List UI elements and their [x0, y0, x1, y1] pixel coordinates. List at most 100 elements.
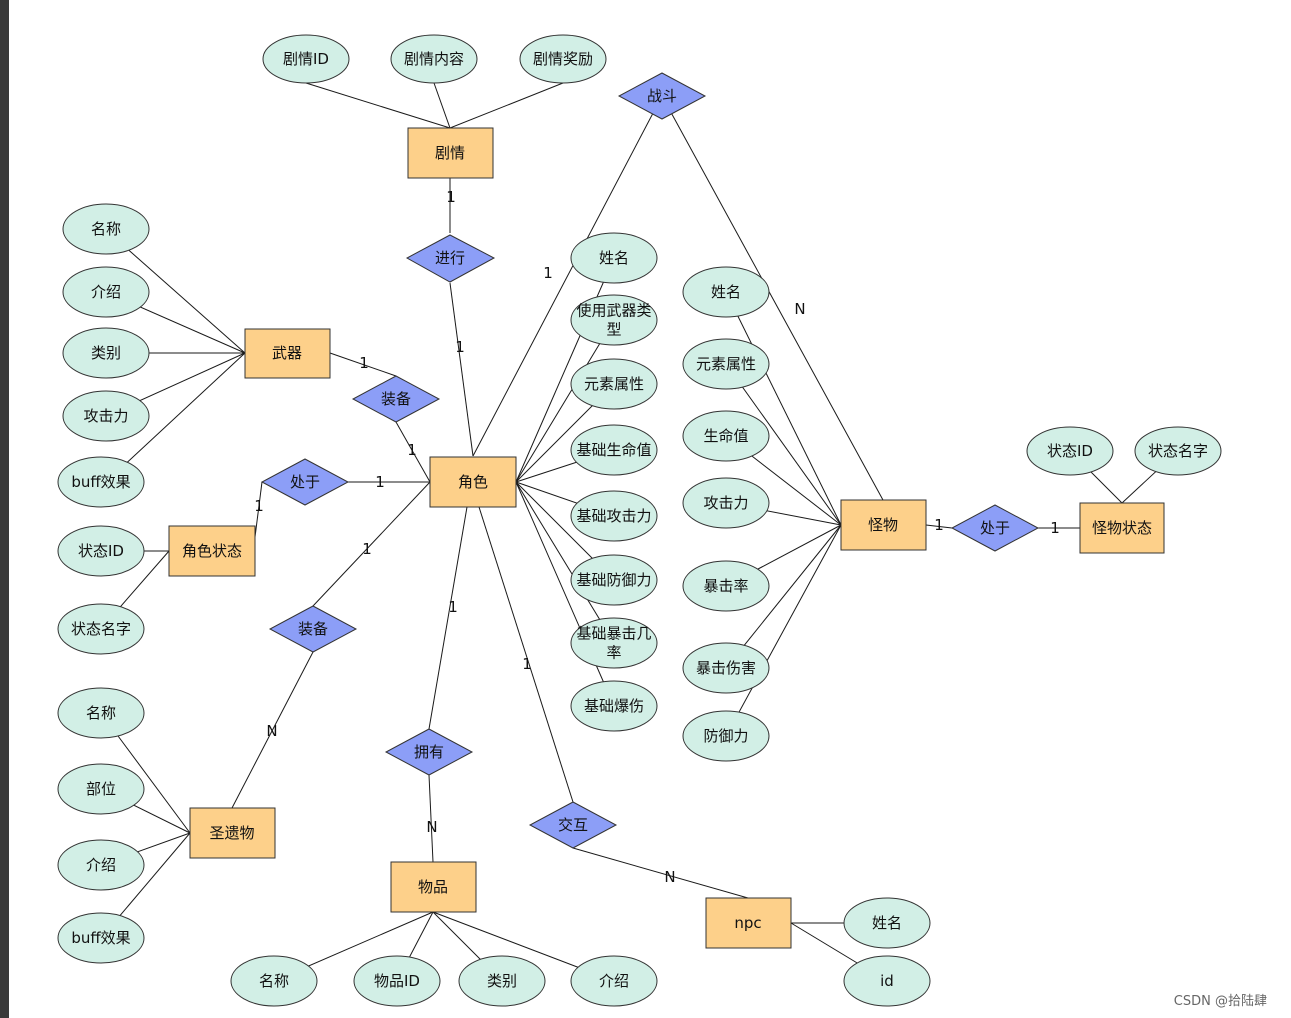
attr-role-base-hp: 基础生命值 — [570, 424, 658, 476]
svg-text:名称: 名称 — [91, 220, 121, 238]
svg-text:姓名: 姓名 — [872, 914, 902, 932]
svg-text:基础爆伤: 基础爆伤 — [584, 697, 644, 715]
attr-weapon-intro: 介绍 — [62, 266, 150, 318]
entity-item: 物品 — [390, 861, 477, 913]
attr-monster-crit-dmg: 暴击伤害 — [682, 642, 770, 694]
svg-text:名称: 名称 — [259, 972, 289, 990]
relation-in-state-monster: 处于 — [950, 504, 1040, 552]
svg-text:状态ID: 状态ID — [1047, 442, 1093, 460]
left-window-edge — [0, 0, 9, 1018]
svg-text:npc: npc — [734, 914, 761, 932]
attr-weapon-name: 名称 — [62, 203, 150, 255]
entity-role: 角色 — [429, 456, 517, 508]
svg-text:id: id — [880, 972, 894, 990]
svg-text:部位: 部位 — [86, 780, 116, 798]
attr-monster-element: 元素属性 — [682, 338, 770, 390]
svg-text:类别: 类别 — [91, 344, 121, 362]
attr-role-base-crit-rate-text: 基础暴击几率 — [576, 625, 651, 662]
card-battle-monster: N — [794, 300, 805, 318]
svg-text:剧情: 剧情 — [435, 144, 465, 162]
svg-text:物品: 物品 — [418, 878, 448, 896]
entity-story: 剧情 — [407, 127, 494, 179]
attr-role-name: 姓名 — [570, 232, 658, 284]
svg-text:处于: 处于 — [980, 519, 1010, 537]
attr-weapon-buff: buff效果 — [57, 456, 145, 508]
card-own-item: N — [426, 818, 437, 836]
card-interact-npc: N — [664, 868, 675, 886]
entity-weapon: 武器 — [244, 328, 331, 379]
svg-text:装备: 装备 — [298, 620, 328, 638]
svg-text:圣遗物: 圣遗物 — [209, 824, 254, 842]
svg-text:怪物状态: 怪物状态 — [1092, 519, 1152, 537]
svg-text:buff效果: buff效果 — [71, 929, 130, 947]
card-equip-role: 1 — [407, 441, 417, 459]
cardinality-labels: 1 1 1 N 1 1 1 1 1 N 1 N 1 N 1 1 — [254, 188, 1060, 886]
card-role-interact: 1 — [522, 655, 532, 673]
entity-role-state: 角色状态 — [168, 525, 256, 577]
attr-story-content: 剧情内容 — [390, 34, 478, 84]
attr-monster-crit-rate: 暴击率 — [682, 560, 770, 612]
svg-text:状态名字: 状态名字 — [1148, 442, 1208, 460]
svg-text:暴击率: 暴击率 — [703, 577, 748, 595]
attr-role-base-attack: 基础攻击力 — [570, 490, 658, 542]
attr-item-intro: 介绍 — [570, 955, 658, 1007]
attr-role-base-defense: 基础防御力 — [570, 554, 658, 606]
attr-role-weapon-type: 使用武器类型 — [570, 294, 658, 346]
footer-watermark: CSDN @拾陆肆 — [1173, 994, 1267, 1009]
attr-role-base-crit-rate: 基础暴击几率 — [570, 617, 658, 669]
svg-text:基础防御力: 基础防御力 — [576, 571, 651, 589]
svg-text:拥有: 拥有 — [414, 743, 444, 761]
entity-relic: 圣遗物 — [189, 807, 276, 859]
attr-role-weapon-type-text: 使用武器类型 — [576, 302, 651, 339]
svg-text:名称: 名称 — [86, 704, 116, 722]
card-story-proceed: 1 — [446, 188, 456, 206]
attr-monster-name: 姓名 — [682, 266, 770, 318]
attr-monster-defense: 防御力 — [682, 710, 770, 762]
attr-monster-attack: 攻击力 — [682, 477, 770, 529]
relation-battle: 战斗 — [617, 72, 707, 120]
attr-relic-intro: 介绍 — [57, 839, 145, 891]
attr-story-reward: 剧情奖励 — [519, 34, 607, 84]
relation-interact: 交互 — [528, 801, 618, 849]
attr-role-element: 元素属性 — [570, 358, 658, 410]
relation-in-state-role: 处于 — [260, 458, 350, 506]
card-in-role: 1 — [375, 473, 385, 491]
entity-monster-state: 怪物状态 — [1079, 502, 1165, 554]
svg-text:状态ID: 状态ID — [78, 542, 124, 560]
attr-relic-slot: 部位 — [57, 763, 145, 815]
attr-weapon-category: 类别 — [62, 327, 150, 379]
attr-item-id: 物品ID — [353, 955, 441, 1007]
svg-text:基础攻击力: 基础攻击力 — [576, 507, 651, 525]
svg-text:武器: 武器 — [272, 344, 302, 362]
attr-role-state-name: 状态名字 — [57, 603, 145, 655]
attr-monster-hp: 生命值 — [682, 410, 770, 462]
svg-text:介绍: 介绍 — [86, 856, 116, 874]
attr-monster-state-id: 状态ID — [1026, 426, 1114, 476]
card-monster-in: 1 — [934, 516, 944, 534]
svg-text:buff效果: buff效果 — [71, 473, 130, 491]
svg-text:进行: 进行 — [435, 249, 465, 267]
attr-npc-name: 姓名 — [843, 897, 931, 949]
svg-text:剧情奖励: 剧情奖励 — [533, 50, 593, 68]
svg-text:状态名字: 状态名字 — [71, 620, 131, 638]
svg-text:介绍: 介绍 — [91, 283, 121, 301]
svg-text:防御力: 防御力 — [703, 727, 748, 745]
card-role-equip-relic: 1 — [362, 540, 372, 558]
svg-text:元素属性: 元素属性 — [696, 355, 756, 373]
card-equip-relic-relic: N — [266, 722, 277, 740]
svg-text:怪物: 怪物 — [868, 516, 898, 534]
card-state-in: 1 — [254, 497, 264, 515]
connector-lines — [100, 82, 1179, 982]
relation-own: 拥有 — [384, 728, 474, 776]
svg-text:交互: 交互 — [558, 816, 588, 834]
card-weapon-equip: 1 — [359, 354, 369, 372]
svg-text:生命值: 生命值 — [703, 427, 748, 445]
svg-text:介绍: 介绍 — [599, 972, 629, 990]
relation-equip-relic: 装备 — [268, 605, 358, 653]
attr-item-category: 类别 — [458, 955, 546, 1007]
attr-npc-id: id — [843, 955, 931, 1007]
entity-monster: 怪物 — [840, 499, 927, 551]
svg-text:攻击力: 攻击力 — [703, 494, 748, 512]
svg-text:装备: 装备 — [381, 390, 411, 408]
